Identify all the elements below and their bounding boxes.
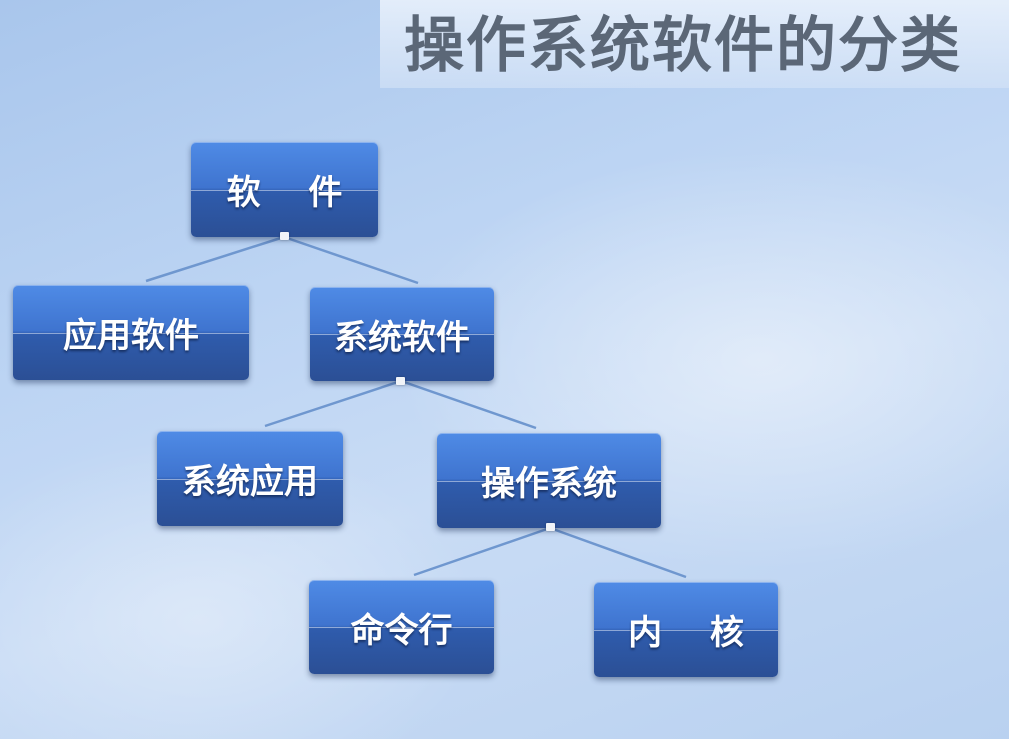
node-system-software-label: 系统软件	[334, 317, 470, 358]
connector-root-to-system	[283, 235, 419, 285]
node-operating-system-connector-knob	[546, 523, 555, 531]
node-software: 软 件	[191, 142, 378, 237]
node-software-label: 软 件	[226, 173, 361, 213]
node-kernel-label: 内 核	[628, 613, 762, 653]
node-operating-system-label: 操作系统	[481, 464, 617, 504]
node-command-line: 命令行	[309, 580, 494, 674]
connector-system-to-os	[400, 379, 537, 430]
node-kernel: 内 核	[594, 582, 778, 677]
node-system-applications-label: 系统应用	[182, 462, 318, 502]
slide-title: 操作系统软件的分类	[404, 11, 962, 81]
connector-root-to-app	[145, 235, 285, 283]
connector-os-to-kernel	[549, 526, 687, 579]
connector-os-to-cli	[413, 526, 551, 577]
title-band	[380, 0, 1009, 88]
node-system-applications: 系统应用	[157, 431, 343, 526]
node-system-software: 系统软件	[310, 287, 494, 381]
node-software-connector-knob	[280, 232, 289, 240]
connector-system-to-sysapp	[264, 379, 402, 428]
node-system-software-connector-knob	[396, 377, 405, 385]
node-application-software: 应用软件	[13, 285, 249, 380]
node-command-line-label: 命令行	[350, 610, 453, 651]
node-application-software-label: 应用软件	[63, 316, 199, 356]
node-operating-system: 操作系统	[437, 433, 661, 528]
